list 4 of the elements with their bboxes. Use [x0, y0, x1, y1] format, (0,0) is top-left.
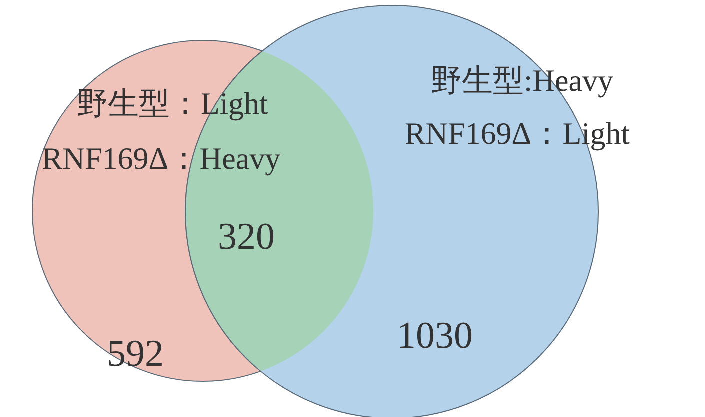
set-label: RNF169Δ：Heavy [42, 143, 281, 174]
count-label: 592 [107, 335, 164, 373]
count-label: 320 [218, 218, 275, 256]
count-label: 1030 [397, 317, 473, 355]
